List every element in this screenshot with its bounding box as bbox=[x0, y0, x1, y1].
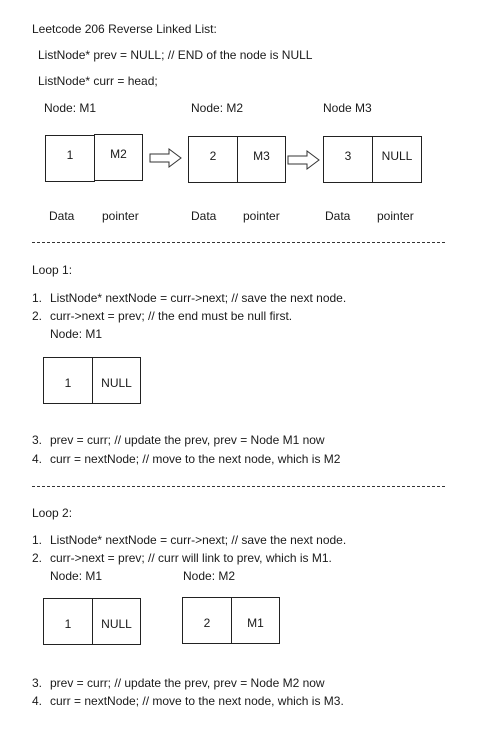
step-number: 2. bbox=[32, 309, 43, 323]
field-label-data: Data bbox=[49, 209, 75, 223]
loop1-title: Loop 1: bbox=[32, 263, 73, 277]
loop2-title: Loop 2: bbox=[32, 506, 73, 520]
loop1-node-data-cell: 1 bbox=[43, 357, 93, 404]
loop2-node-m1-data-cell: 1 bbox=[43, 598, 93, 645]
step-number: 3. bbox=[32, 433, 43, 447]
arrow-right-icon bbox=[287, 150, 320, 170]
loop2-node-label-m1: Node: M1 bbox=[50, 569, 103, 583]
init-curr-line: ListNode* curr = head; bbox=[38, 74, 158, 88]
step-number: 1. bbox=[32, 533, 43, 547]
field-label-data: Data bbox=[191, 209, 217, 223]
loop1-node-pointer-cell: NULL bbox=[92, 357, 141, 404]
step-text: curr->next = prev; // the end must be nu… bbox=[50, 309, 293, 323]
step-number: 2. bbox=[32, 551, 43, 565]
field-label-pointer: pointer bbox=[377, 209, 414, 223]
step-text: prev = curr; // update the prev, prev = … bbox=[50, 676, 325, 690]
page-title: Leetcode 206 Reverse Linked List: bbox=[32, 22, 217, 36]
step-text: ListNode* nextNode = curr->next; // save… bbox=[50, 533, 347, 547]
node-m2-data-cell: 2 bbox=[188, 136, 238, 183]
node-m3-pointer-cell: NULL bbox=[372, 136, 422, 183]
node-m1-data-cell: 1 bbox=[45, 135, 95, 182]
field-label-pointer: pointer bbox=[102, 209, 139, 223]
step-text: prev = curr; // update the prev, prev = … bbox=[50, 433, 325, 447]
node-label-m3: Node M3 bbox=[323, 101, 372, 115]
step-text: curr->next = prev; // curr will link to … bbox=[50, 551, 332, 565]
loop2-node-label-m2: Node: M2 bbox=[183, 569, 236, 583]
field-label-pointer: pointer bbox=[243, 209, 280, 223]
loop1-node-label-m1: Node: M1 bbox=[50, 327, 103, 341]
step-number: 3. bbox=[32, 676, 43, 690]
loop2-node-m2-data-cell: 2 bbox=[182, 597, 232, 644]
arrow-right-icon bbox=[149, 148, 182, 168]
node-m2-pointer-cell: M3 bbox=[237, 136, 286, 183]
node-label-m1: Node: M1 bbox=[44, 101, 97, 115]
step-number: 4. bbox=[32, 452, 43, 466]
loop2-node-m1-pointer-cell: NULL bbox=[92, 598, 141, 645]
step-text: curr = nextNode; // move to the next nod… bbox=[50, 694, 344, 708]
step-number: 1. bbox=[32, 291, 43, 305]
node-m3-data-cell: 3 bbox=[323, 136, 373, 183]
node-m1-pointer-cell: M2 bbox=[94, 134, 143, 181]
dashed-divider bbox=[32, 242, 445, 243]
field-label-data: Data bbox=[325, 209, 351, 223]
step-number: 4. bbox=[32, 694, 43, 708]
loop2-node-m2-pointer-cell: M1 bbox=[231, 597, 280, 644]
dashed-divider bbox=[32, 486, 445, 487]
node-label-m2: Node: M2 bbox=[191, 101, 244, 115]
step-text: curr = nextNode; // move to the next nod… bbox=[50, 452, 341, 466]
step-text: ListNode* nextNode = curr->next; // save… bbox=[50, 291, 347, 305]
init-prev-line: ListNode* prev = NULL; // END of the nod… bbox=[38, 48, 313, 62]
